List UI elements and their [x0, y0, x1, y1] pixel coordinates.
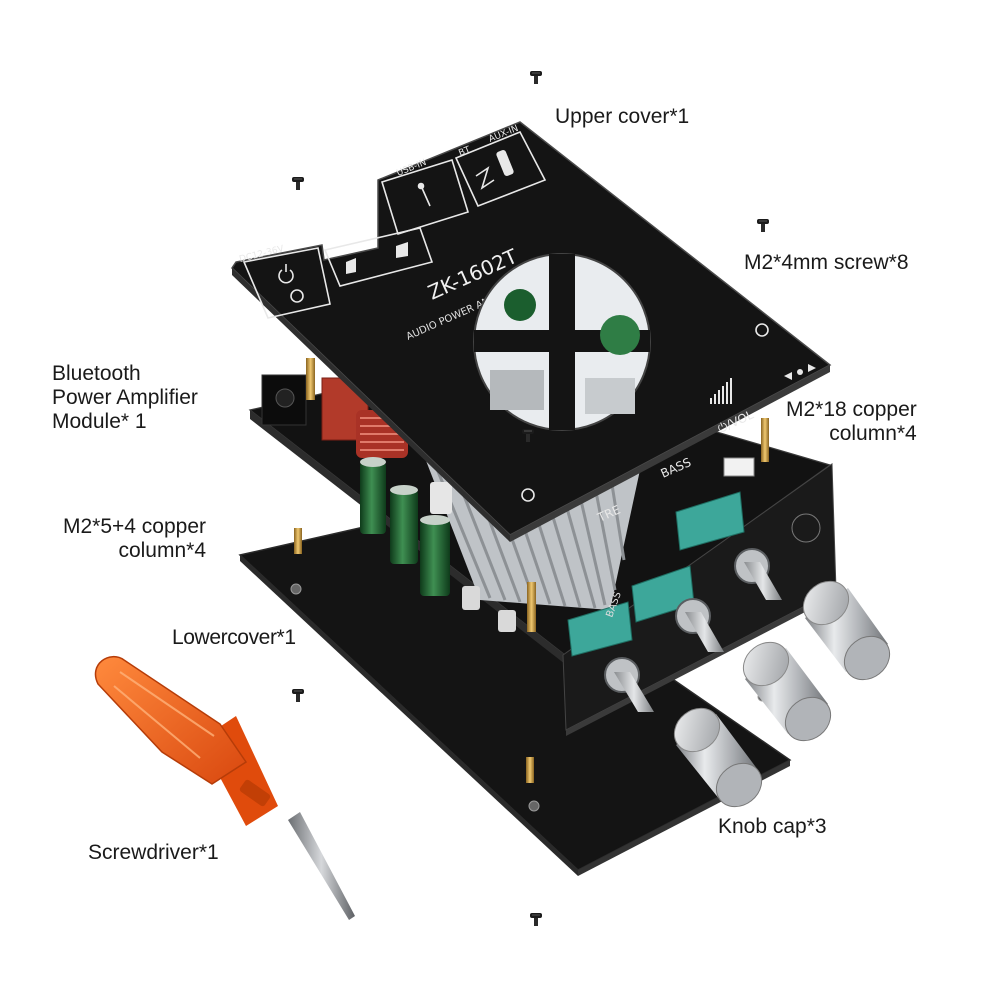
- potentiometer-shafts: [604, 548, 782, 712]
- upper-copper-columns: [306, 358, 769, 632]
- module-label-line2: Power Amplifier: [52, 386, 198, 409]
- usb-icon: [417, 182, 431, 207]
- electrolytic-capacitors: [360, 457, 516, 632]
- module-label-line3: Module* 1: [52, 410, 147, 433]
- knob-cap: [802, 580, 891, 681]
- arrow-indicators-icon: [784, 364, 816, 380]
- knob-cap: [673, 707, 763, 808]
- upper-cover: DC12-36V USB-IN BT AUX-IN ZK-1602T AUDIO…: [231, 121, 832, 542]
- speaker-icon: [346, 242, 408, 274]
- module-label-line1: Bluetooth: [52, 362, 141, 385]
- upper-cover-label: Upper cover*1: [555, 105, 690, 128]
- aux-connector: [723, 457, 755, 477]
- copper-18-label: M2*18 copper column*4: [786, 398, 917, 446]
- copper-5-4-label: M2*5+4 copper column*4: [63, 515, 206, 563]
- copper-5-4-label-line2: column*4: [118, 539, 207, 562]
- bt-label: BT: [457, 145, 472, 159]
- module-label: Bluetooth Power Amplifier Module* 1: [52, 362, 198, 434]
- cover-port-boxes: [242, 130, 769, 502]
- screwdriver-label: Screwdriver*1: [88, 841, 219, 864]
- bluetooth-icon: [475, 166, 495, 190]
- screwdriver: [94, 655, 355, 920]
- power-icon: [278, 264, 294, 284]
- screw-label: M2*4mm screw*8: [744, 251, 909, 274]
- knob-cap: [742, 641, 832, 742]
- aux-jack-icon: [496, 149, 514, 177]
- copper-18-label-line1: M2*18 copper: [786, 398, 917, 421]
- lower-cover-label: Lowercover*1: [172, 626, 296, 649]
- dc-jack: [261, 374, 307, 426]
- copper-5-4-label-line1: M2*5+4 copper: [63, 515, 207, 538]
- knob-caps: [673, 580, 891, 808]
- cover-window: [473, 253, 651, 431]
- knob-cap-label: Knob cap*3: [718, 815, 827, 838]
- copper-18-label-line2: column*4: [829, 422, 917, 445]
- volume-bars-icon: [710, 378, 732, 404]
